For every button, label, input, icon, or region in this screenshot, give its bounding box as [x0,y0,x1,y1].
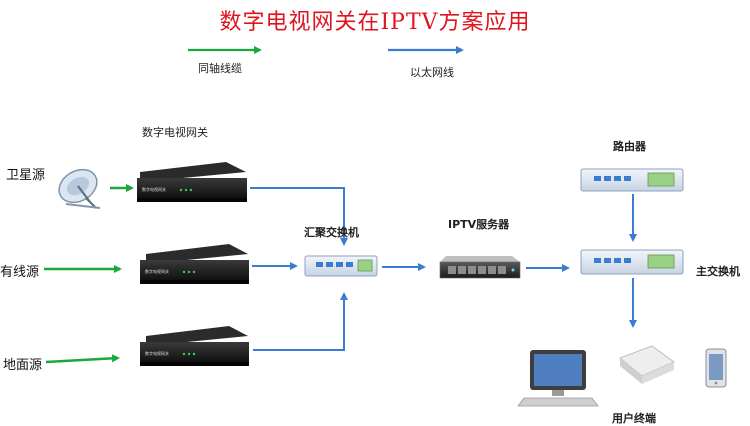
gateway1-ethernet-link [250,187,348,246]
legend-ethernet-label: 以太网线 [410,66,454,79]
mobile-phone-icon [705,348,727,388]
computer-icon [517,350,599,407]
aggregation-switch-device [304,255,378,277]
page-title: 数字电视网关在IPTV方案应用 [219,10,531,35]
main-switch-label: 主交换机 [696,265,740,278]
terrestrial-source-label: 地面源 [3,358,43,373]
gateway-panel-text-2: 数字电视网关 [145,268,169,274]
terrestrial-coax-arrow [45,354,120,364]
satellite-source-label: 卫星源 [6,168,46,183]
iptv-server-device [439,256,521,279]
gateway-heading: 数字电视网关 [142,126,208,139]
set-top-box-icon [619,345,675,384]
main-switch-device [580,249,684,275]
gateway-panel-text-1: 数字电视网关 [142,186,166,192]
cable-source-label: 有线源 [0,265,40,280]
gateway-device-2: 数字电视网关 [140,244,249,284]
aggregation-switch-label: 汇聚交换机 [304,226,359,239]
gateway-device-1: 数字电视网关 [137,162,247,202]
router-label: 路由器 [613,140,646,153]
gateway-panel-text-3: 数字电视网关 [145,350,169,356]
satellite-dish-icon [58,168,101,209]
router-device [580,168,684,192]
user-terminal-label: 用户终端 [612,412,656,425]
iptv-server-label: IPTV服务器 [448,218,510,231]
gateway-device-3: 数字电视网关 [140,326,249,366]
legend-coax-label: 同轴线缆 [198,62,242,75]
gateway3-ethernet-link [253,292,348,351]
